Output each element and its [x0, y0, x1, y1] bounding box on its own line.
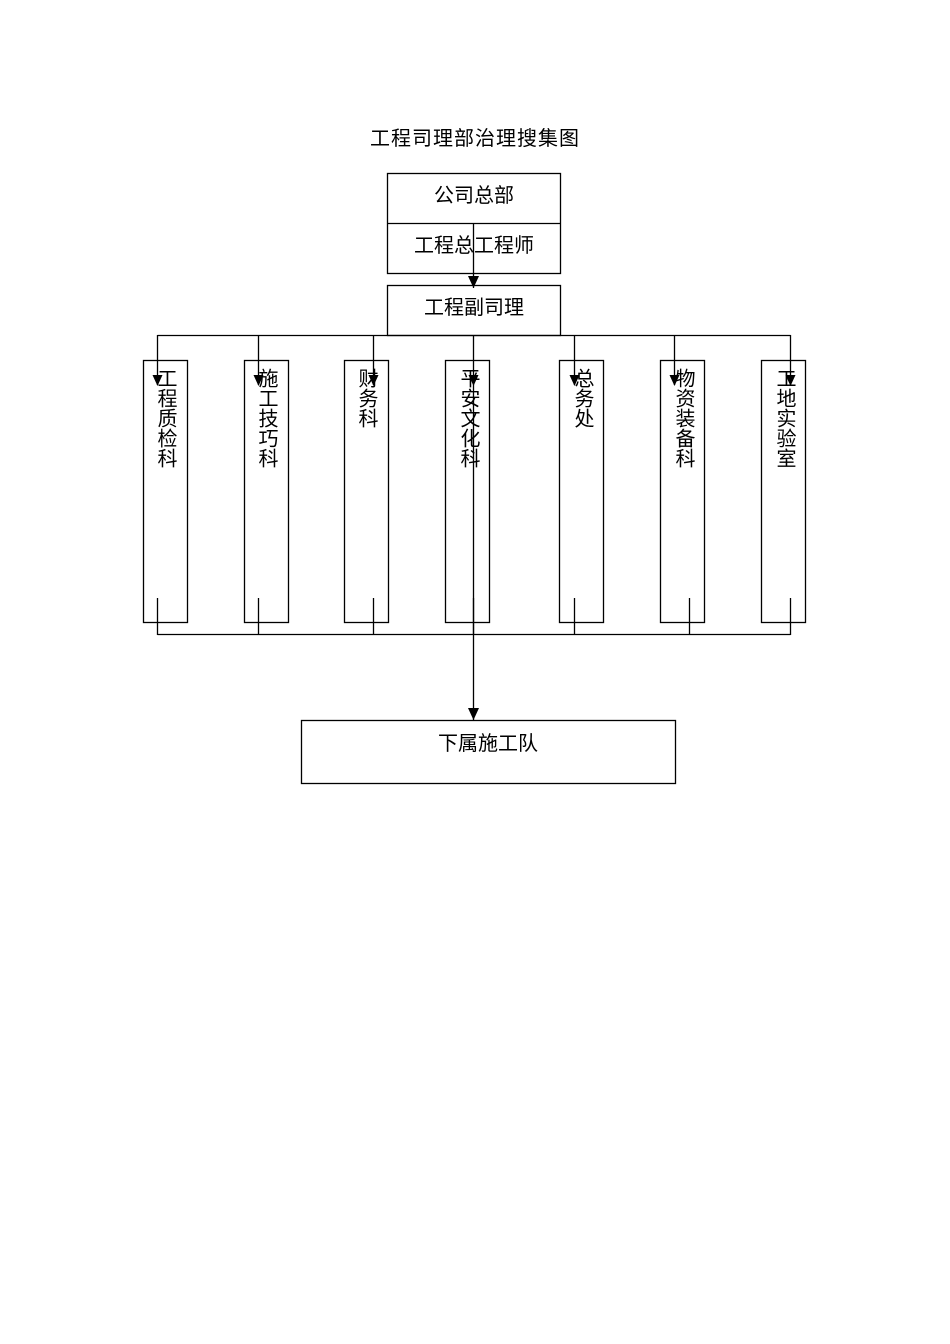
department-arrow-head [152, 375, 163, 386]
department-label-materials: 物资装备科 [672, 368, 696, 468]
department-arrow-head [785, 375, 796, 386]
department-box [760, 359, 807, 624]
department-box [142, 359, 189, 624]
department-box [659, 359, 706, 624]
headquarters-label: 公司总部 [434, 183, 514, 207]
department-label-technical: 施工技巧科 [255, 368, 279, 468]
chief-engineer-label: 工程总工程师 [414, 233, 534, 257]
department-arrow-head [368, 375, 379, 386]
department-label-safety: 平安文化科 [457, 368, 481, 468]
department-label-quality: 工程质检科 [154, 368, 178, 468]
department-arrow-head [669, 375, 680, 386]
subordinate-teams-label: 下属施工队 [438, 731, 538, 755]
department-label-finance: 财务科 [355, 368, 379, 428]
page-title: 工程司理部治理搜集图 [370, 126, 580, 150]
department-box [243, 359, 290, 624]
department-arrow-head [468, 375, 479, 386]
department-label-lab: 工地实验室 [773, 368, 797, 468]
arrow-head-to-manager [468, 276, 479, 288]
department-box [444, 359, 491, 624]
department-arrow-head [253, 375, 264, 386]
department-arrow-head [569, 375, 580, 386]
department-box [343, 359, 390, 624]
arrow-head-to-teams [468, 708, 479, 720]
department-label-general: 总务处 [571, 368, 595, 428]
department-box [558, 359, 605, 624]
deputy-manager-label: 工程副司理 [424, 295, 524, 319]
subordinate-box [300, 719, 677, 785]
